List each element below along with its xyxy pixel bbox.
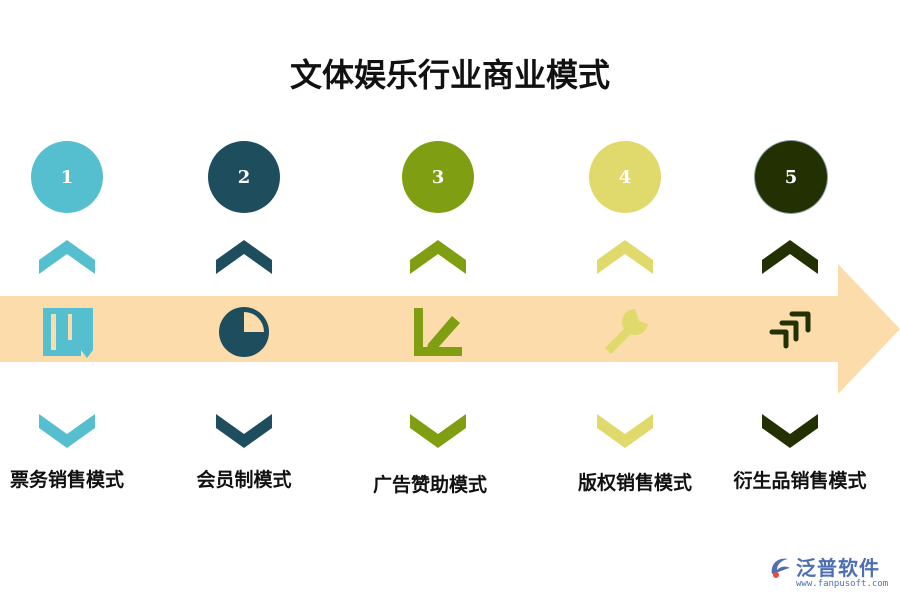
step-label: 广告赞助模式 xyxy=(372,475,487,496)
logo-swirl-icon xyxy=(771,558,790,578)
logo-name: 泛普软件 xyxy=(796,556,880,580)
step-3: 3 广告赞助模式 xyxy=(353,0,523,600)
chevron-down-icon xyxy=(216,414,272,448)
brand-logo: 泛普软件 www.fanpusoft.com xyxy=(768,552,894,596)
step-number: 4 xyxy=(618,166,632,188)
step-label: 会员制模式 xyxy=(196,470,292,491)
chevron-down-icon xyxy=(410,414,466,448)
step-5: 5 衍生品销售模式 xyxy=(705,0,875,600)
chevron-down-icon xyxy=(597,414,653,448)
chevron-down-icon xyxy=(39,414,95,448)
step-number-circle: 3 xyxy=(402,141,474,213)
step-label: 版权销售模式 xyxy=(577,473,692,494)
step-number: 3 xyxy=(431,166,445,188)
step-number: 2 xyxy=(237,166,251,188)
step-label: 票务销售模式 xyxy=(9,470,124,491)
chevron-up-icon xyxy=(597,240,653,274)
trend-arrows-icon xyxy=(769,311,811,349)
step-label: 衍生品销售模式 xyxy=(733,471,867,492)
step-number-circle: 2 xyxy=(208,141,280,213)
step-4: 4 版权销售模式 xyxy=(540,0,710,600)
chevron-up-icon xyxy=(216,240,272,274)
chevron-up-icon xyxy=(762,240,818,274)
chevron-up-icon xyxy=(39,240,95,274)
wrench-icon xyxy=(605,309,651,354)
step-1: 1 票务销售模式 xyxy=(0,0,152,600)
ruler-pencil-icon xyxy=(414,308,462,356)
step-2: 2 会员制模式 xyxy=(159,0,329,600)
page-title: 文体娱乐行业商业模式 xyxy=(289,56,610,94)
chevron-down-icon xyxy=(762,414,818,448)
step-number: 5 xyxy=(784,166,798,188)
step-number-circle: 1 xyxy=(31,141,103,213)
step-number-circle: 5 xyxy=(755,141,827,213)
pie-chart-icon xyxy=(219,307,269,357)
step-number-circle: 4 xyxy=(589,141,661,213)
logo-url: www.fanpusoft.com xyxy=(796,579,889,589)
ticket-icon xyxy=(43,308,93,358)
chevron-up-icon xyxy=(410,240,466,274)
step-number: 1 xyxy=(60,166,74,188)
